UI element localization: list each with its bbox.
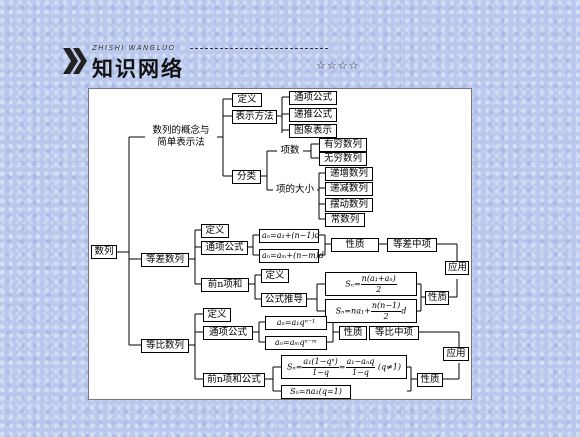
geo-sum-1-denominator-a: 1−q (312, 368, 330, 377)
arith-sum-1-lhs: Sₙ= (345, 279, 361, 289)
node-representation: 表示方法 (232, 110, 277, 124)
header-latin-caption: ZHISHI WANGLUO (92, 44, 176, 52)
node-arith-mean: 等差中项 (387, 238, 437, 252)
double-chevron-icon (63, 48, 87, 74)
arith-sum-2-denominator: 2 (383, 312, 389, 321)
arith-sum-2-fraction: n(n−1)2 (370, 301, 402, 322)
node-geo-partial-sum: 前n项和公式 (203, 373, 265, 387)
rating-stars: ☆☆☆☆ (316, 59, 360, 72)
node-decreasing-sequence: 递减数列 (325, 182, 373, 196)
node-by-magnitude: 项的大小 (275, 184, 314, 195)
node-sequence-root: 数列 (91, 245, 117, 259)
arith-sum-2-numerator: n(n−1) (370, 301, 402, 312)
geo-sum-1-fraction-a: a₁(1−qⁿ)1−q (302, 357, 339, 378)
node-definition: 定义 (232, 93, 262, 107)
node-geo-formula-2: aₙ=aₘqⁿ⁻ᵐ (265, 336, 327, 350)
node-geo-sum-formula-2: Sₙ=na₁(q=1) (281, 385, 351, 399)
node-by-terms: 项数 (280, 145, 300, 156)
node-arith-sum-derivation: 公式推导 (261, 293, 307, 307)
node-arith-general-formula: 通项公式 (201, 241, 248, 255)
geo-sum-1-equals: = (338, 362, 346, 372)
node-graph-representation: 图象表示 (289, 124, 337, 138)
node-arith-property: 性质 (331, 238, 379, 252)
node-geo-formula-1: aₙ=a₁qⁿ⁻¹ (265, 316, 327, 330)
node-arith-sum-definition: 定义 (261, 269, 289, 283)
node-geo-general-formula: 通项公式 (203, 326, 253, 340)
node-recursive-formula: 递推公式 (289, 108, 337, 122)
geo-sum-1-condition: (q≠1) (377, 362, 402, 372)
arith-sum-1-fraction: n(a₁+aₙ)2 (360, 274, 397, 295)
node-general-formula: 通项公式 (289, 91, 337, 105)
node-finite-sequence: 有穷数列 (319, 138, 367, 152)
geo-sum-1-numerator-b: a₁−aₙq (345, 357, 376, 368)
node-arithmetic-sequence: 等差数列 (141, 253, 189, 267)
node-constant-sequence: 常数列 (325, 213, 365, 227)
geo-sum-1-denominator-b: 1−q (351, 368, 369, 377)
node-concept: 数列的概念与 简单表示法 (152, 125, 210, 148)
node-arith-definition: 定义 (201, 224, 229, 238)
connector-lines (117, 96, 460, 392)
arith-sum-2-lhs: Sₙ=na₁+ (335, 306, 371, 316)
header-dashed-rule (190, 48, 328, 49)
knowledge-diagram: 数列 数列的概念与 简单表示法 定义 表示方法 通项公式 递推公式 图象表示 分… (88, 88, 472, 400)
node-infinite-sequence: 无穷数列 (319, 152, 367, 166)
node-application-2: 应用 (443, 347, 469, 361)
geo-sum-1-lhs: Sₙ= (286, 362, 303, 372)
node-application-1: 应用 (445, 261, 469, 275)
node-oscillating-sequence: 摆动数列 (325, 198, 373, 212)
arith-sum-1-numerator: n(a₁+aₙ) (360, 274, 397, 285)
node-geo-definition: 定义 (203, 308, 231, 322)
node-geo-sum-property: 性质 (417, 373, 443, 387)
node-geo-mean: 等比中项 (369, 326, 419, 340)
node-increasing-sequence: 递增数列 (325, 167, 373, 181)
node-arith-partial-sum: 前n项和 (201, 278, 249, 292)
geo-sum-1-numerator-a: a₁(1−qⁿ) (302, 357, 339, 368)
section-header: ZHISHI WANGLUO 知识网络 ☆☆☆☆ (62, 44, 362, 81)
node-classification: 分类 (232, 170, 261, 184)
node-geo-property: 性质 (339, 326, 367, 340)
node-geometric-sequence: 等比数列 (141, 339, 189, 353)
node-arith-sum-property: 性质 (425, 291, 449, 305)
arith-sum-2-tail: d (401, 306, 407, 316)
node-arith-sum-formula-1: Sₙ=n(a₁+aₙ)2 (325, 272, 417, 296)
page-title: 知识网络 (92, 57, 184, 81)
node-arith-formula-1: aₙ=a₁+(n−1)d (259, 229, 320, 243)
arith-sum-1-denominator: 2 (376, 285, 382, 294)
node-arith-formula-2: aₙ=aₘ+(n−m)d (259, 249, 324, 263)
